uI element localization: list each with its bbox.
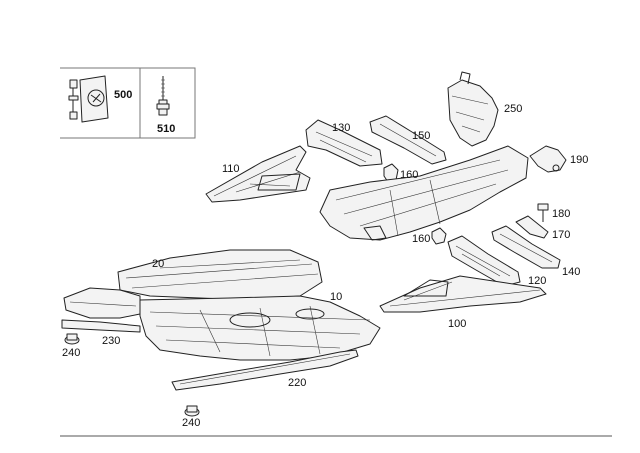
part-240-grommet-bottom[interactable] — [184, 405, 200, 417]
callout-100: 100 — [448, 318, 466, 330]
part-240-grommet-left[interactable] — [64, 333, 80, 345]
callout-190: 190 — [570, 154, 588, 166]
callout-240-left: 240 — [62, 347, 80, 359]
callout-500: 500 — [114, 89, 132, 101]
callout-110: 110 — [222, 163, 240, 175]
part-130-member[interactable] — [305, 119, 383, 167]
part-190-bracket[interactable] — [529, 145, 567, 173]
callout-180: 180 — [552, 208, 570, 220]
callout-240-bottom: 240 — [182, 417, 200, 429]
part-160-clip-lower[interactable] — [431, 227, 447, 245]
callout-140: 140 — [562, 266, 580, 278]
part-10-floor-pan[interactable] — [139, 295, 381, 361]
callout-20: 20 — [152, 258, 164, 270]
part-110-rail[interactable] — [205, 145, 311, 203]
part-100-rail[interactable] — [379, 275, 547, 313]
part-170-member[interactable] — [515, 215, 549, 239]
part-500-bolt[interactable] — [68, 75, 109, 123]
callout-120: 120 — [528, 275, 546, 287]
fastener-inset — [60, 67, 196, 139]
part-20-front-floor[interactable] — [117, 249, 323, 301]
part-180-bolt[interactable] — [537, 203, 549, 222]
part-220-cross-member[interactable] — [171, 349, 359, 391]
callout-150: 150 — [412, 130, 430, 142]
part-120-member[interactable] — [447, 235, 521, 287]
callout-510: 510 — [157, 123, 175, 135]
callout-10: 10 — [330, 291, 342, 303]
part-tunnel-assembly[interactable] — [319, 145, 529, 241]
callout-230: 230 — [102, 335, 120, 347]
part-150-member[interactable] — [369, 115, 447, 165]
part-250-bracket[interactable] — [447, 71, 499, 147]
callout-250: 250 — [504, 103, 522, 115]
part-510-stud[interactable] — [156, 76, 170, 116]
part-140-member[interactable] — [491, 225, 561, 269]
part-230-side-panel[interactable] — [61, 287, 141, 333]
callout-160-lower: 160 — [412, 233, 430, 245]
callout-170: 170 — [552, 229, 570, 241]
callout-160-top: 160 — [400, 169, 418, 181]
callout-220: 220 — [288, 377, 306, 389]
callout-130: 130 — [332, 122, 350, 134]
